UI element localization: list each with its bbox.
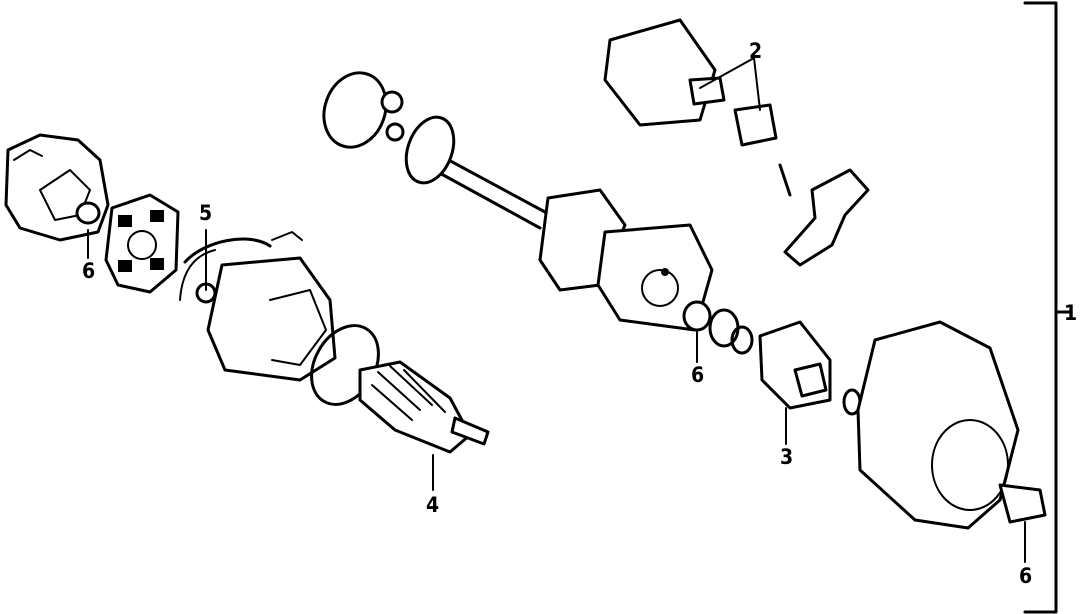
callout-armature: 4 — [426, 493, 439, 517]
callout-assembly: 1 — [1064, 301, 1077, 325]
callouts: 1 2 3 4 5 6 6 6 — [82, 39, 1077, 588]
callout-brush: 5 — [199, 201, 212, 225]
brush-holder — [104, 193, 180, 294]
callout-solenoid: 2 — [749, 39, 762, 63]
assembly-bracket — [1023, 1, 1072, 614]
callout-bushing-front: 6 — [1019, 564, 1032, 588]
drive-housing — [856, 320, 1047, 530]
callout-bushing-mid: 6 — [691, 363, 704, 387]
callout-clutch: 3 — [780, 445, 793, 469]
center-housing — [538, 188, 714, 332]
callout-bushing-rear: 6 — [82, 259, 95, 283]
shift-lever — [778, 163, 870, 267]
leader-lines — [87, 57, 1026, 563]
solenoid — [603, 18, 778, 147]
starter-clutch — [758, 320, 862, 416]
yoke-field-frame — [179, 231, 337, 382]
armature — [358, 360, 490, 454]
rear-end-cover — [4, 133, 110, 242]
drive-shaft — [322, 71, 547, 230]
bushing-middle — [682, 300, 754, 355]
